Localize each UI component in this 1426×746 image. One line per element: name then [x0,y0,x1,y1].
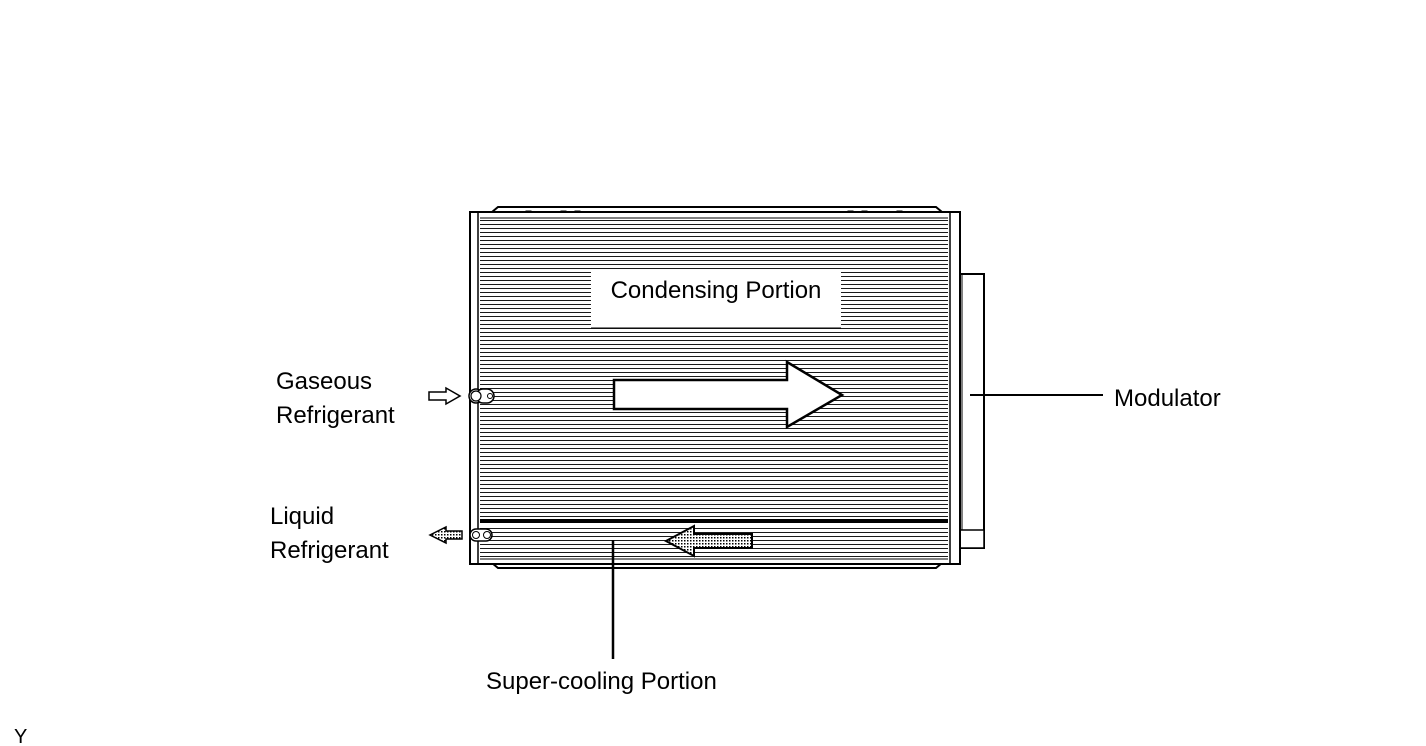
gaseous-refrigerant-label-line2: Refrigerant [276,402,395,429]
super-cooling-portion-label: Super-cooling Portion [486,668,717,695]
modulator-label: Modulator [1114,385,1221,412]
liquid-refrigerant-label-line2: Refrigerant [270,537,389,564]
condensing-portion-label: Condensing Portion [611,277,822,304]
outlet-fitting [469,528,493,542]
liquid-outlet-arrow-icon [428,525,463,545]
supercooling-flow-arrow [663,524,753,558]
condensing-flow-arrow [612,359,845,430]
portion-separator [480,519,948,523]
condensing-label-box [591,272,841,328]
gaseous-refrigerant-label-line1: Gaseous [276,368,372,395]
corner-code-label: Y [14,726,27,746]
modulator-tank [957,273,985,549]
inlet-fitting [468,388,495,404]
liquid-refrigerant-label-line1: Liquid [270,503,334,530]
gaseous-inlet-arrow-icon [428,386,462,406]
